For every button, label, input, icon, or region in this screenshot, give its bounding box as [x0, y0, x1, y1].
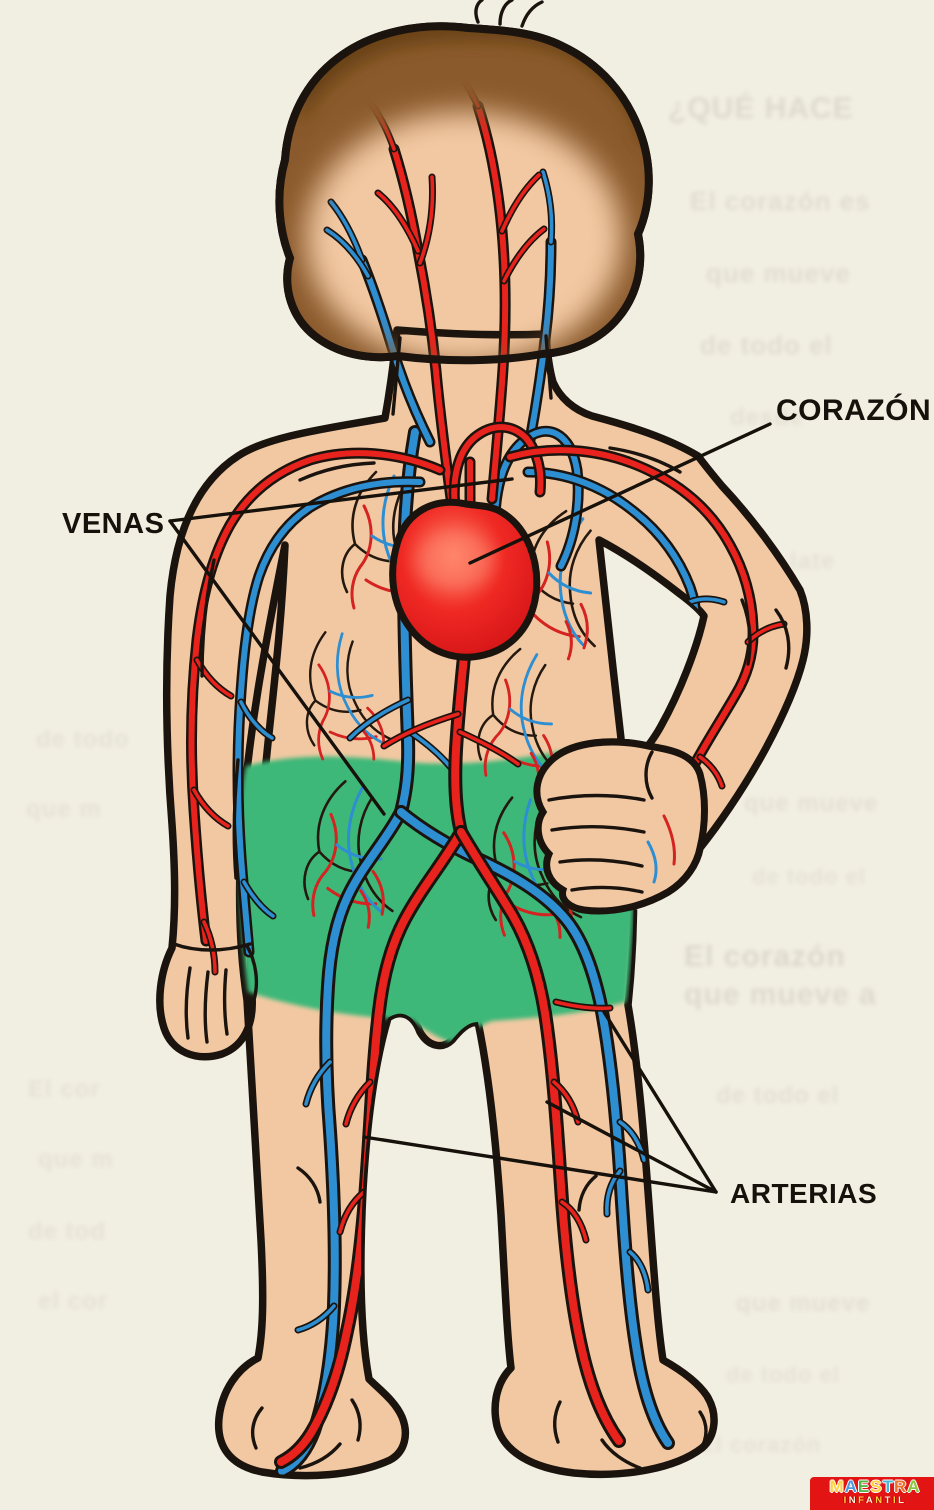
ghost-text: que mueve: [736, 1290, 871, 1317]
ghost-text: el cor: [38, 1288, 109, 1315]
callout-line-arterias: [545, 1100, 718, 1194]
ghost-text: de todo el: [726, 1362, 840, 1387]
ghost-text: El corazón: [700, 1432, 822, 1457]
ghost-text: ¿QUÉ HACE: [668, 92, 854, 125]
maestra-infantil-logo: MAESTRA INFANTIL: [810, 1477, 934, 1510]
hair-strand: [498, 0, 514, 26]
callout-line-arterias: [602, 1010, 718, 1194]
ghost-text: El cor: [28, 1076, 101, 1103]
ghost-text: que mueve a: [684, 978, 877, 1011]
callout-line-venas: [168, 519, 386, 816]
label-arterias: ARTERIAS: [730, 1178, 878, 1209]
label-corazon: CORAZÓN: [776, 394, 932, 427]
callout-line-arterias: [362, 1135, 718, 1194]
hand-on-hip: [537, 742, 705, 911]
logo-word-top: MAESTRA: [829, 1477, 921, 1496]
ghost-text: que mueve: [744, 790, 879, 817]
ghost-text: que mueve: [706, 258, 851, 288]
hair: [279, 0, 669, 360]
callout-line-venas: [168, 477, 514, 523]
ghost-text: de todo: [36, 726, 130, 753]
logo-word-bottom: INFANTIL: [843, 1495, 907, 1506]
ghost-text: El corazón es: [690, 186, 871, 216]
hair-strand: [474, 0, 484, 24]
body-detail-lines: [172, 334, 791, 1470]
ghost-text: El corazón: [684, 940, 846, 973]
ghost-text: de todo el: [716, 1082, 840, 1109]
ghost-text: que m: [38, 1146, 114, 1173]
ghost-text: late: [790, 548, 836, 575]
ghost-text: de todo el: [700, 330, 833, 360]
heart-shape: [389, 498, 541, 661]
hair-strand: [520, 0, 544, 28]
ghost-text: de tod: [28, 1218, 106, 1245]
label-venas: VENAS: [62, 508, 165, 540]
callout-lines: [168, 422, 772, 1194]
callout-line-corazon: [468, 422, 772, 565]
ghost-text: que m: [26, 796, 102, 823]
ghost-text: de todo el: [752, 864, 866, 889]
